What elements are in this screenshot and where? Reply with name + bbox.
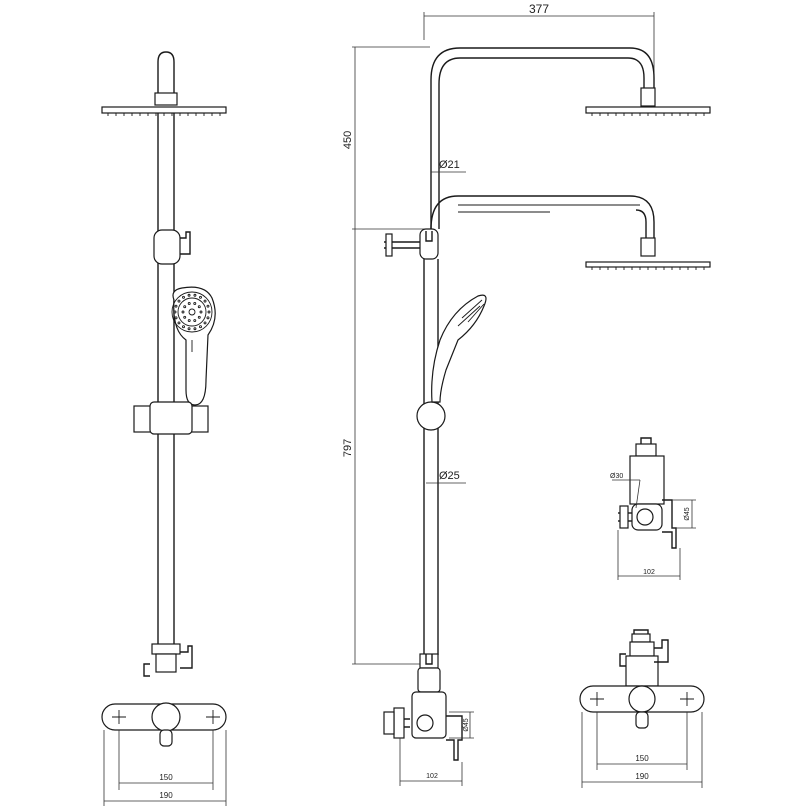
arm-reach-label: 377 [529, 2, 549, 16]
detail-front-inner-width-label: 150 [635, 754, 649, 763]
detail-side-depth-label: 102 [643, 569, 655, 576]
detail-side-diameter-label: Ø30 [610, 473, 623, 480]
side-depth-label: 102 [426, 773, 438, 780]
detail-side-height-label: Ø45 [684, 507, 691, 520]
front-outer-width-label: 190 [159, 791, 173, 800]
side-view: 377 450 797 Ø21 Ø25 [342, 2, 711, 786]
lower-pipe-diameter-label: Ø25 [439, 470, 460, 482]
rain-shower-head-side-lower [585, 261, 711, 270]
mixer-detail-side: Ø30 Ø45 102 [610, 437, 696, 580]
upper-pipe-diameter-label: Ø21 [439, 159, 460, 171]
mixer-detail-front: 150 190 [579, 629, 705, 788]
hand-shower-front [171, 286, 216, 406]
front-view: 150 190 [101, 51, 227, 806]
side-height-label: Ø45 [463, 718, 470, 731]
detail-front-outer-width-label: 190 [635, 772, 649, 781]
total-height-label: 797 [342, 439, 354, 457]
front-inner-width-label: 150 [159, 773, 173, 782]
upper-height-label: 450 [342, 131, 354, 149]
rain-shower-head-front [101, 106, 227, 116]
hand-shower-side [431, 294, 487, 403]
rain-shower-head-side-top [585, 106, 711, 116]
